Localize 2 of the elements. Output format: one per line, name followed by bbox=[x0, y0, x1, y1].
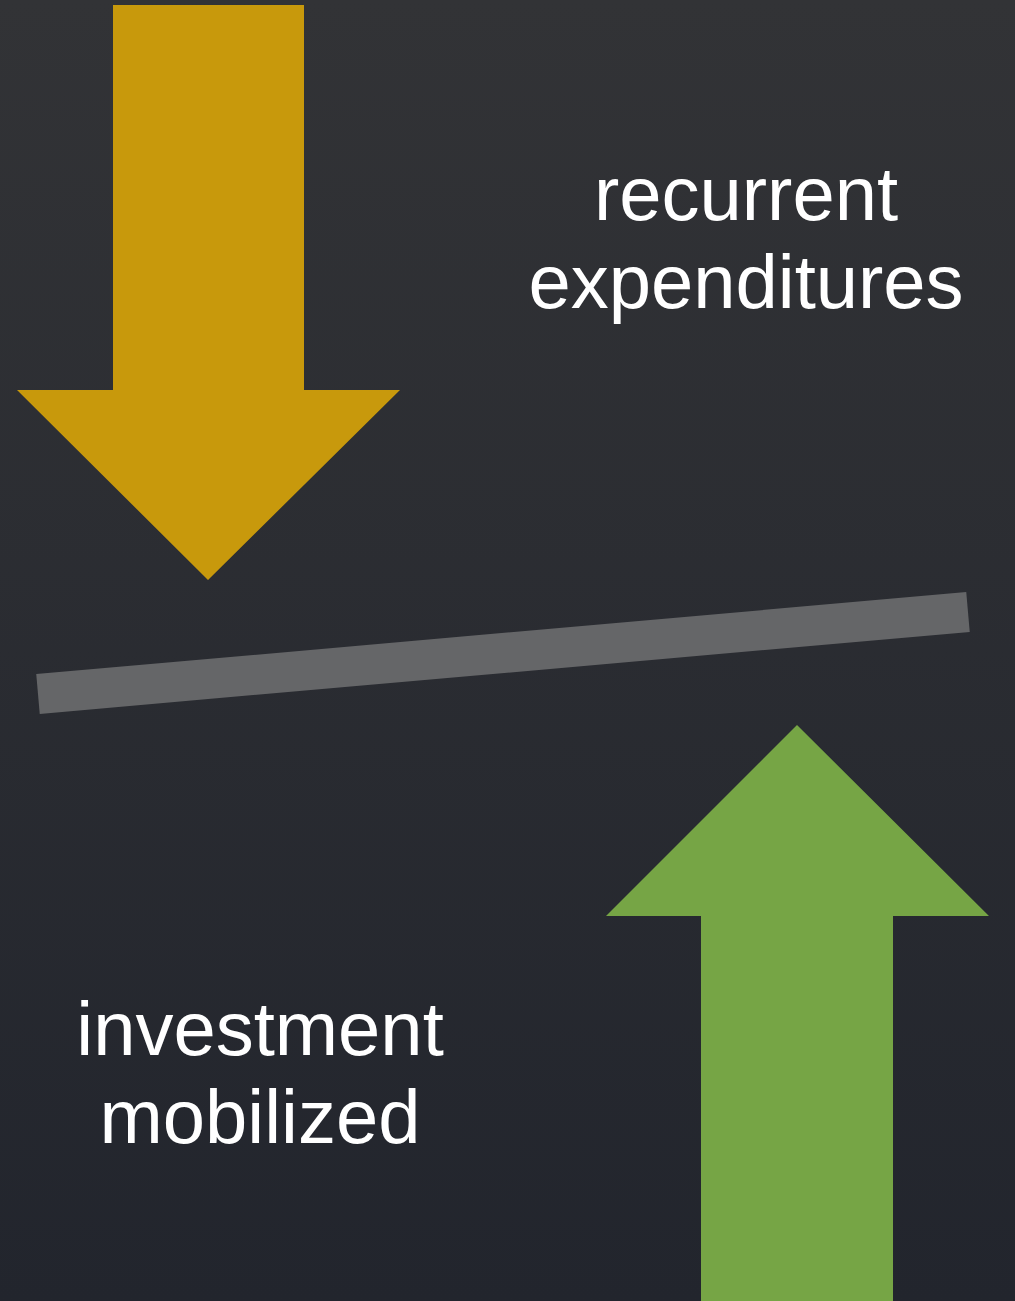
label-text: investment mobilized bbox=[75, 985, 445, 1161]
label-text: recurrent expenditures bbox=[527, 150, 965, 326]
